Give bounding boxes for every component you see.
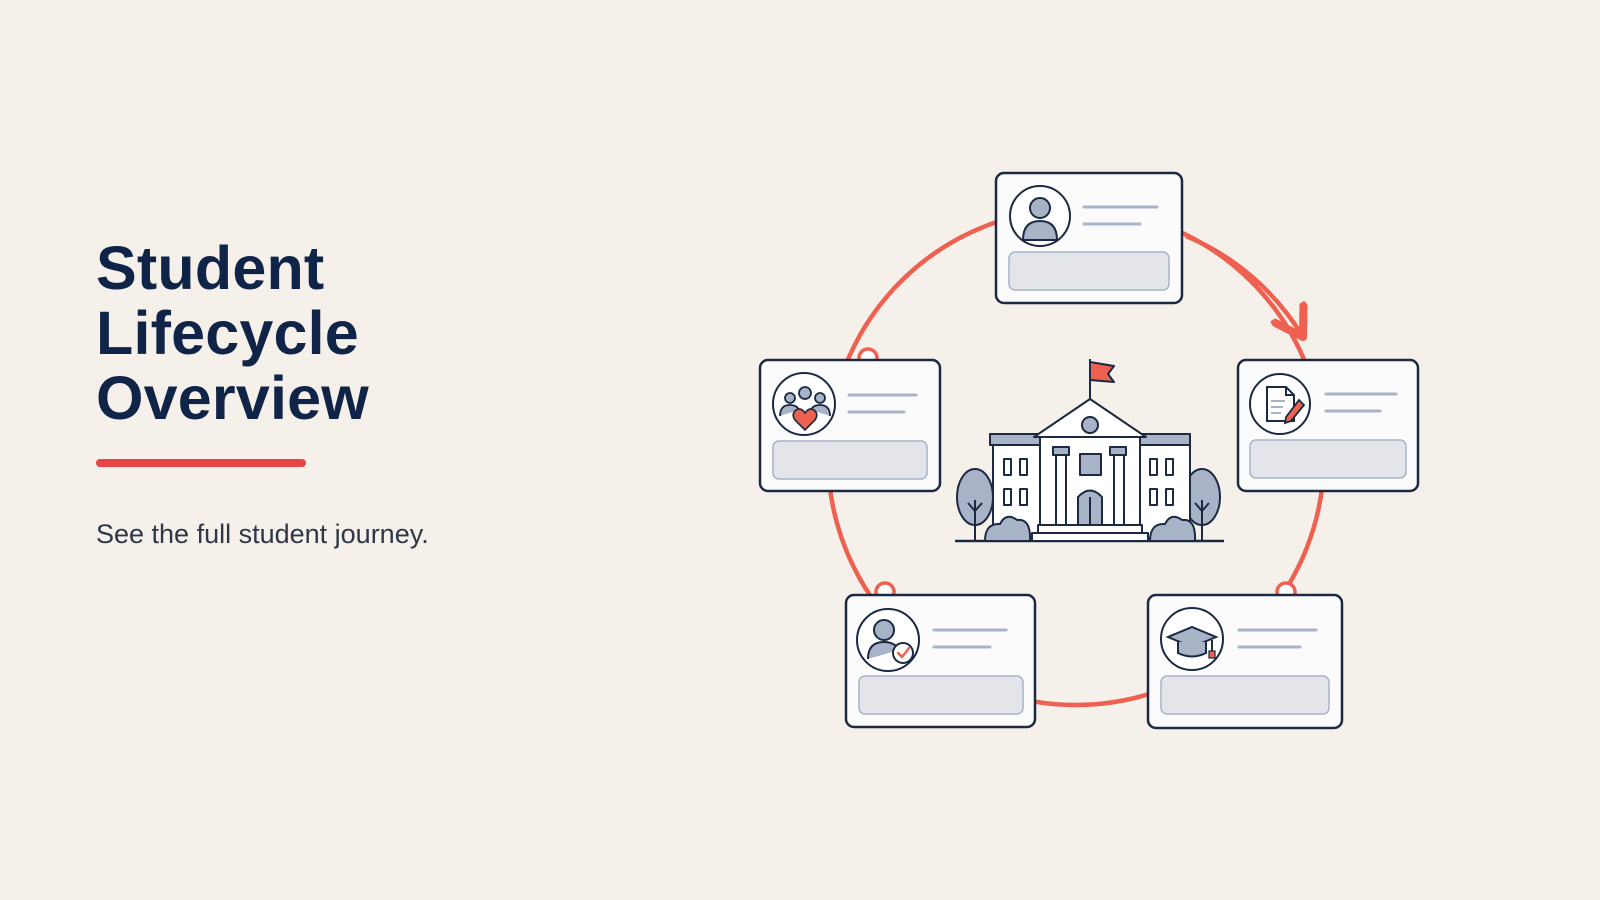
title-accent-rule <box>96 459 306 467</box>
cycle-arrow <box>1185 233 1303 337</box>
title-line-2: Lifecycle <box>96 299 359 367</box>
community-heart-icon <box>772 372 836 436</box>
enrolled-student-check-icon <box>856 608 920 672</box>
student-profile-icon <box>1009 185 1071 247</box>
school-building-icon <box>955 359 1224 543</box>
stage-card-graduation <box>1146 593 1344 730</box>
subtitle: See the full student journey. <box>96 519 429 549</box>
title-block: Student Lifecycle Overview See the full … <box>96 236 656 550</box>
stage-card-application <box>1236 358 1420 493</box>
graduation-cap-icon <box>1160 607 1224 671</box>
page-title: Student Lifecycle Overview <box>96 236 656 431</box>
title-line-3: Overview <box>96 364 369 432</box>
application-document-icon <box>1249 373 1311 435</box>
stage-card-community <box>758 358 942 493</box>
title-line-1: Student <box>96 234 325 302</box>
stage-card-enrolled <box>844 593 1037 729</box>
stage-card-profile <box>994 171 1184 305</box>
